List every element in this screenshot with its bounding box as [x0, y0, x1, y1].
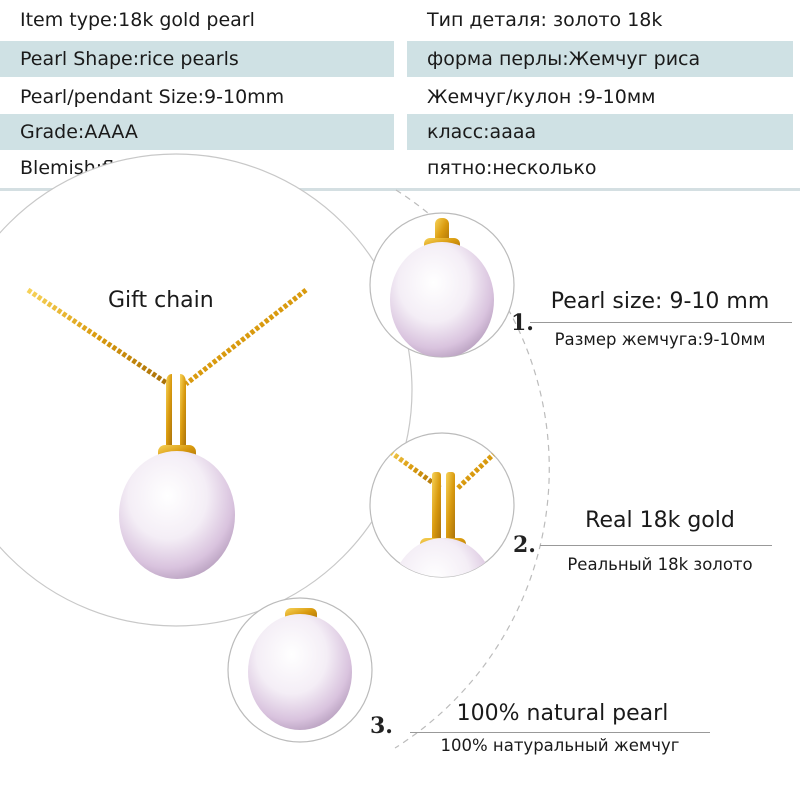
feature-subtitle: Реальный 18k золото [567, 555, 753, 574]
detail-circle-3 [227, 597, 373, 743]
detail-circle-2 [369, 432, 515, 578]
feature-divider [540, 545, 772, 546]
hero-pearl [119, 451, 235, 579]
detail-circle-1 [369, 212, 515, 358]
feature-subtitle: Размер жемчуга:9-10мм [554, 330, 766, 349]
spec-ru: класс:аааа [407, 114, 793, 150]
gold-chain [26, 287, 308, 387]
spec-row: Item type:18k gold pearl Тип деталя: зол… [0, 2, 800, 38]
spec-ru: форма перлы:Жемчуг риса [407, 41, 793, 77]
spec-en: Grade:AAAA [0, 114, 394, 150]
spec-divider [0, 188, 800, 191]
spec-row: Pearl/pendant Size:9-10mm Жемчуг/кулон :… [0, 79, 800, 115]
feature-number: 2. [513, 532, 536, 558]
feature-title: Pearl size: 9-10 mm [550, 289, 770, 314]
spec-ru: Тип деталя: золото 18k [427, 9, 663, 31]
spec-ru: Жемчуг/кулон :9-10мм [427, 86, 656, 108]
spec-ru: пятно:несколько [427, 157, 597, 179]
spec-table: Item type:18k gold pearl Тип деталя: зол… [0, 0, 800, 191]
feature-subtitle: 100% натуральный жемчуг [440, 736, 680, 755]
feature-divider [410, 732, 710, 733]
spec-en: Pearl Shape:rice pearls [0, 41, 394, 77]
spec-en: Pearl/pendant Size:9-10mm [20, 86, 285, 108]
gift-chain-label: Gift chain [108, 288, 214, 313]
spec-en: Item type:18k gold pearl [20, 9, 255, 31]
hero-circle [0, 153, 413, 627]
spec-row: Pearl Shape:rice pearls форма перлы:Жемч… [0, 41, 800, 77]
feature-number: 3. [370, 713, 393, 739]
feature-title: 100% natural pearl [456, 701, 669, 726]
spec-row: Grade:AAAA класс:аааа [0, 114, 800, 150]
feature-divider [530, 322, 792, 323]
feature-number: 1. [511, 310, 534, 336]
feature-title: Real 18k gold [585, 508, 735, 533]
